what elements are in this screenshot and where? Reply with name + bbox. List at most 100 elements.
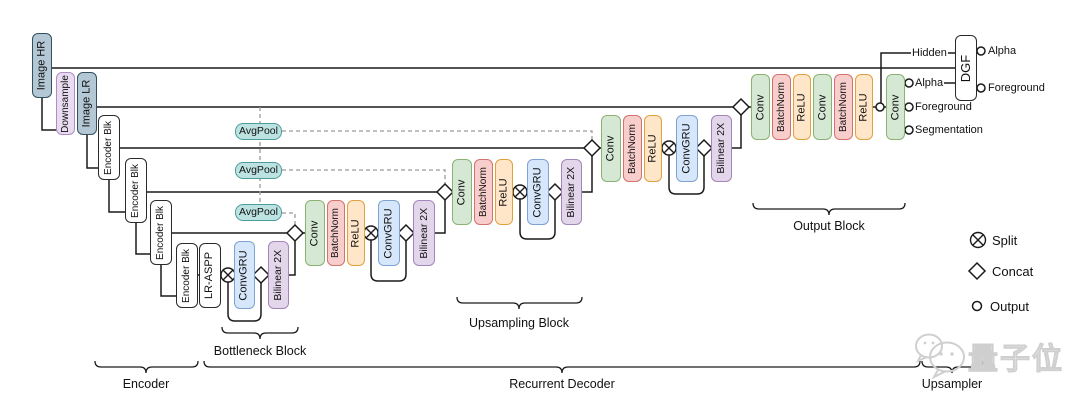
concat-node xyxy=(285,223,305,243)
node-up1-conv: Conv xyxy=(305,200,325,266)
concat-node xyxy=(435,182,455,202)
node-encoder-blk-2: Encoder Blk xyxy=(125,158,147,223)
node-out-batchnorm1: BatchNorm xyxy=(772,74,791,140)
brace-bottleneck-block xyxy=(221,326,299,340)
legend-split-icon xyxy=(969,231,987,249)
node-encoder-blk-3-label: Encoder Blk xyxy=(155,205,167,260)
node-up2-convgru: ConvGRU xyxy=(527,159,549,225)
node-bottleneck-bilinear-label: Bilinear 2X xyxy=(272,249,285,301)
section-braces xyxy=(94,202,984,374)
node-out-relu2: ReLU xyxy=(855,74,873,140)
section-upsampling-block-label: Upsampling Block xyxy=(468,316,570,330)
node-up1-convgru: ConvGRU xyxy=(378,200,400,266)
node-up2-bilinear-label: Bilinear 2X xyxy=(565,166,578,218)
node-out-batchnorm1-label: BatchNorm xyxy=(775,81,787,133)
node-avgpool-1: AvgPool xyxy=(235,123,282,140)
node-encoder-blk-3: Encoder Blk xyxy=(150,200,172,265)
node-up1-conv-label: Conv xyxy=(308,220,321,246)
node-up3-relu-label: ReLU xyxy=(646,134,659,163)
node-up2-conv-label: Conv xyxy=(455,179,468,205)
node-image-lr-label: Image LR xyxy=(80,79,93,128)
port-foreground-label: Foreground xyxy=(914,101,973,114)
brace-upsampler xyxy=(921,360,984,374)
watermark-logo xyxy=(915,333,965,380)
section-recurrent-decoder-label: Recurrent Decoder xyxy=(509,377,615,391)
node-out-conv2: Conv xyxy=(813,74,832,140)
node-up2-conv: Conv xyxy=(452,159,472,225)
node-up2-convgru-label: ConvGRU xyxy=(531,166,544,218)
node-avgpool-2: AvgPool xyxy=(235,162,282,179)
node-bottleneck-convgru-label: ConvGRU xyxy=(238,249,250,301)
output-node-dgf-foreground xyxy=(976,83,986,93)
node-image-hr-label: Image HR xyxy=(35,40,48,91)
node-up3-conv: Conv xyxy=(601,115,621,182)
legend-concat-icon xyxy=(967,261,987,281)
concat-node xyxy=(545,182,565,202)
port-dgf-foreground-label: Foreground xyxy=(987,82,1046,95)
concat-node xyxy=(582,138,602,158)
node-out-batchnorm2: BatchNorm xyxy=(834,74,853,140)
node-up3-conv-label: Conv xyxy=(604,135,617,162)
split-node xyxy=(661,140,677,156)
output-nodes xyxy=(875,46,986,312)
port-segmentation-label: Segmentation xyxy=(914,124,984,137)
node-out-conv3: Conv xyxy=(886,74,905,140)
node-up3-convgru: ConvGRU xyxy=(676,115,698,182)
legend-split-label: Split xyxy=(992,233,1018,248)
legend-output-label: Output xyxy=(990,299,1030,314)
node-avgpool-3: AvgPool xyxy=(235,204,282,221)
section-output-block-label: Output Block xyxy=(793,219,865,233)
node-out-conv2-label: Conv xyxy=(816,94,828,120)
output-node-hidden xyxy=(875,102,885,112)
brace-upsampling-block xyxy=(456,296,583,310)
node-up2-relu: ReLU xyxy=(495,159,513,225)
node-image-lr: Image LR xyxy=(77,72,97,135)
output-node-segmentation xyxy=(904,125,914,135)
node-up3-convgru-label: ConvGRU xyxy=(680,123,693,174)
brace-recurrent-decoder xyxy=(203,360,921,374)
node-image-hr: Image HR xyxy=(32,33,52,98)
port-alpha-label: Alpha xyxy=(914,77,945,90)
brace-encoder xyxy=(94,360,199,374)
node-dgf: DGF xyxy=(955,35,977,101)
node-up1-convgru-label: ConvGRU xyxy=(382,207,395,259)
node-out-conv3-label: Conv xyxy=(889,94,901,120)
node-out-conv1-label: Conv xyxy=(754,94,766,120)
node-avgpool-1-label: AvgPool xyxy=(239,125,278,138)
node-up2-batchnorm: BatchNorm xyxy=(474,159,493,225)
node-dgf-label: DGF xyxy=(958,54,974,82)
split-nodes xyxy=(220,140,987,283)
node-downsample-label: Downsample xyxy=(59,74,71,133)
node-out-relu1: ReLU xyxy=(793,74,811,140)
node-encoder-blk-2-label: Encoder Blk xyxy=(130,163,142,218)
concat-node xyxy=(731,97,751,117)
node-up2-bilinear: Bilinear 2X xyxy=(561,159,582,225)
concat-node xyxy=(396,223,416,243)
split-node xyxy=(512,184,528,200)
node-encoder-blk-1: Encoder Blk xyxy=(98,115,120,180)
node-avgpool-2-label: AvgPool xyxy=(239,164,278,177)
port-dgf-alpha-label: Alpha xyxy=(987,45,1018,58)
node-out-conv1: Conv xyxy=(751,74,770,140)
node-encoder-blk-4: Encoder Blk xyxy=(176,243,198,308)
node-bottleneck-convgru: ConvGRU xyxy=(234,241,255,309)
node-downsample: Downsample xyxy=(56,72,75,135)
node-up2-batchnorm-label: BatchNorm xyxy=(477,166,489,218)
node-up1-bilinear: Bilinear 2X xyxy=(413,200,435,266)
section-bottleneck-block-label: Bottleneck Block xyxy=(213,344,307,358)
concat-nodes xyxy=(251,97,987,285)
node-out-batchnorm2-label: BatchNorm xyxy=(837,81,849,133)
recurrent-loops xyxy=(227,154,705,322)
node-up1-relu: ReLU xyxy=(347,200,365,266)
node-up3-bilinear-label: Bilinear 2X xyxy=(715,123,728,174)
port-hidden-label: Hidden xyxy=(911,47,948,60)
node-up3-batchnorm-label: BatchNorm xyxy=(626,123,638,174)
node-encoder-blk-4-label: Encoder Blk xyxy=(181,248,193,303)
node-up3-batchnorm: BatchNorm xyxy=(623,115,642,182)
node-up3-bilinear: Bilinear 2X xyxy=(711,115,732,182)
section-upsampler-label: Upsampler xyxy=(921,377,983,391)
node-up1-relu-label: ReLU xyxy=(349,218,362,248)
node-up1-batchnorm: BatchNorm xyxy=(327,200,345,266)
